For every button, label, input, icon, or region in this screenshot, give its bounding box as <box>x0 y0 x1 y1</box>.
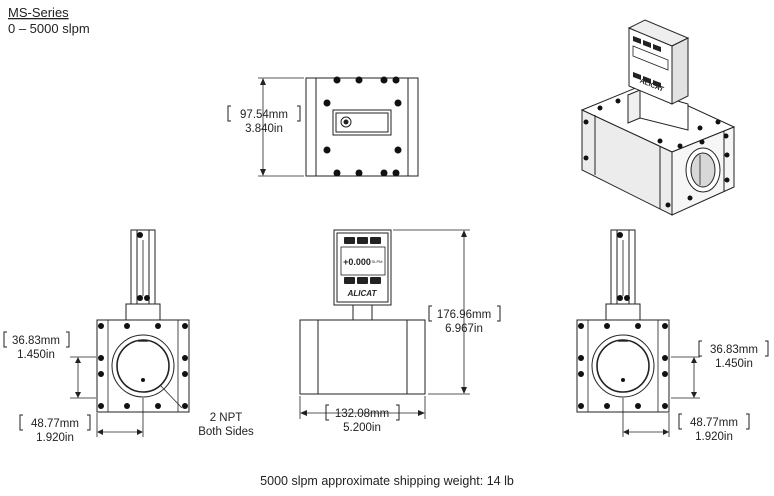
top-view-connector-plate <box>332 109 392 136</box>
right-width-in: 1.920in <box>695 431 733 443</box>
right-view-bolts <box>578 232 668 409</box>
front-meter-text: +0.000 SLPM ALICAT <box>343 257 382 298</box>
left-view-port <box>111 334 175 398</box>
right-height-in: 1.450in <box>715 358 753 370</box>
right-side-view <box>576 229 700 437</box>
connector-port-icon <box>340 116 352 128</box>
front-view-right-flange <box>406 319 426 395</box>
left-side-view <box>70 229 190 437</box>
left-width-mm: 48.77mm <box>31 418 79 430</box>
front-view-body <box>317 319 408 395</box>
right-height-mm: 36.83mm <box>710 344 758 356</box>
right-view-port <box>591 334 655 398</box>
top-view-bolts <box>323 76 402 177</box>
right-width-mm: 48.77mm <box>690 417 738 429</box>
top-view-connector-inner <box>335 112 389 133</box>
flow-range: 0 – 5000 slpm <box>8 21 90 36</box>
iso-view <box>580 19 736 216</box>
front-height-in: 6.967in <box>445 323 483 335</box>
port-leader-line <box>159 384 183 409</box>
display-unit: SLPM <box>372 259 383 264</box>
top-view-body <box>305 77 419 177</box>
front-width-in: 5.200in <box>343 422 381 434</box>
right-view-labels: 36.83mm 1.450in 48.77mm 1.920in <box>678 340 769 443</box>
left-height-in: 1.450in <box>17 349 55 361</box>
front-width-mm: 132.08mm <box>335 408 389 420</box>
front-height-mm: 176.96mm <box>437 309 491 321</box>
iso-meter-display <box>632 45 669 71</box>
port-size-label: 2 NPT <box>210 412 243 424</box>
display-reading: +0.000 <box>343 257 371 267</box>
top-view-dim-in: 3.840in <box>245 123 283 135</box>
front-meter-display <box>340 246 386 276</box>
left-view-labels: 36.83mm 1.450in 48.77mm 1.920in 2 NPT Bo… <box>3 331 254 444</box>
port-sides-label: Both Sides <box>198 426 254 438</box>
left-view-bolts <box>98 232 188 409</box>
iso-body-bolts <box>583 98 730 208</box>
front-view <box>299 229 470 419</box>
header: MS-Series 0 – 5000 slpm <box>8 5 90 36</box>
left-width-in: 1.920in <box>36 432 74 444</box>
front-brand-logo: ALICAT <box>347 289 378 298</box>
front-meter-buttons-top <box>344 237 381 244</box>
top-view-dim-mm: 97.54mm <box>240 109 288 121</box>
left-height-mm: 36.83mm <box>12 335 60 347</box>
top-view <box>258 76 419 177</box>
front-meter-buttons-bottom <box>344 277 381 284</box>
iso-meter-buttons <box>633 36 661 88</box>
shipping-weight-note: 5000 slpm approximate shipping weight: 1… <box>260 474 514 488</box>
top-view-dimension-label: 97.54mm 3.840in <box>227 105 301 135</box>
series-title: MS-Series <box>8 5 69 20</box>
front-view-labels: 176.96mm 6.967in 132.08mm 5.200in <box>325 305 501 434</box>
front-view-left-flange <box>299 319 319 395</box>
